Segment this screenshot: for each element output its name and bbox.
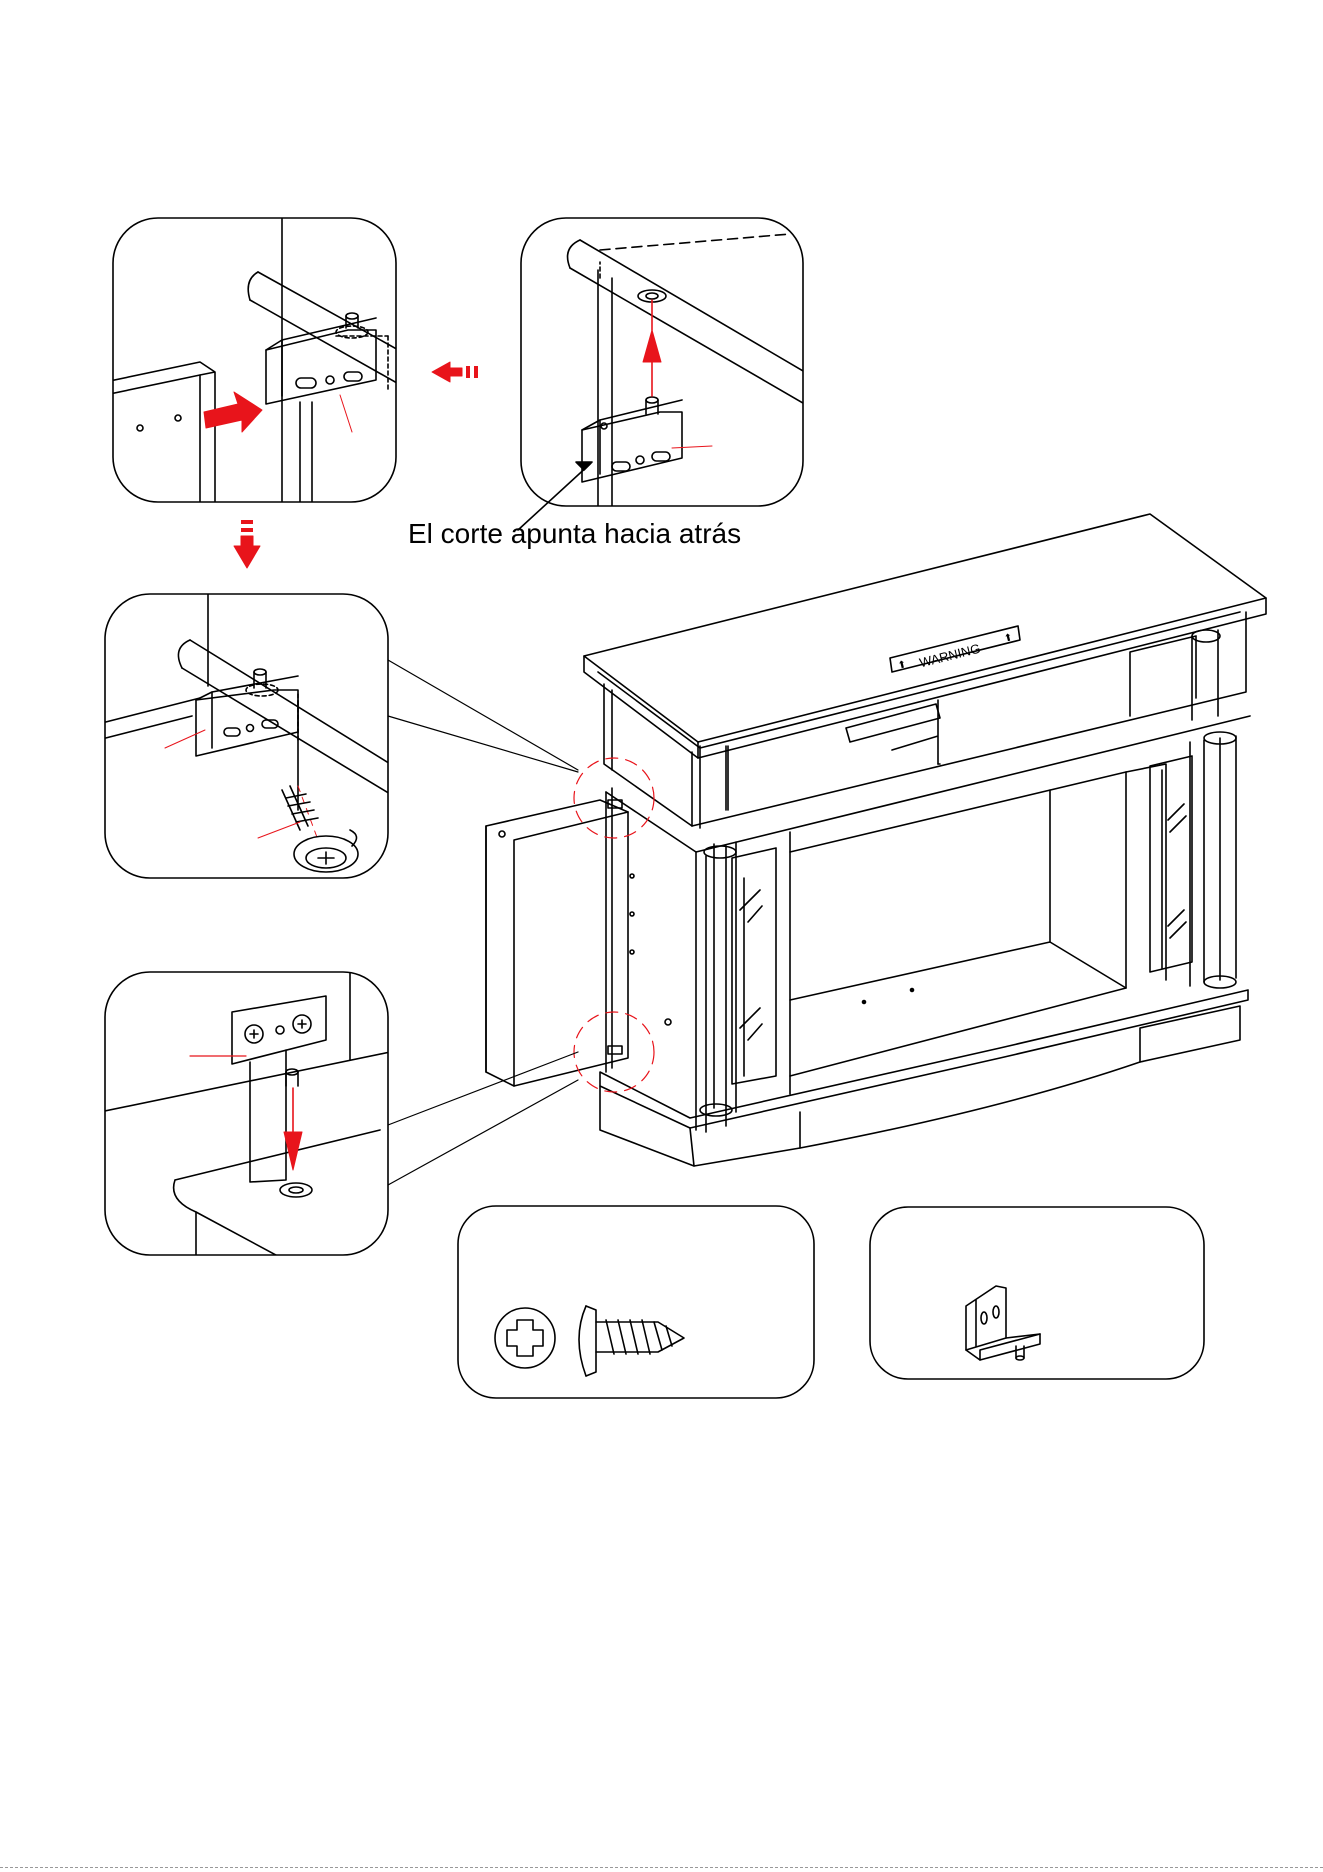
bracket-orientation-caption: El corte apunta hacia atrás <box>408 518 741 550</box>
warning-arrow-right: ⬆ <box>1003 632 1014 645</box>
detail-panel-b <box>518 218 815 530</box>
parts-box-bracket <box>870 1207 1204 1379</box>
warning-arrow-left: ⬆ <box>897 659 908 672</box>
warning-label: WARNING <box>918 641 982 671</box>
detail-panel-a <box>105 210 420 510</box>
phillips-screw-icon <box>495 1306 684 1376</box>
red-arrow-left-dashed <box>432 362 478 382</box>
hinge-bracket-icon <box>966 1286 1040 1360</box>
detail-panel-c <box>98 594 400 878</box>
leader-lines <box>388 660 578 1185</box>
red-arrow-down-dashed <box>234 520 260 568</box>
detail-panel-d <box>100 972 400 1268</box>
parts-box-screw <box>458 1206 814 1398</box>
page-bottom-rule <box>0 1867 1323 1868</box>
red-arrow-right <box>204 392 262 432</box>
mantel-drawing <box>486 514 1266 1166</box>
red-arrow-up <box>643 300 661 396</box>
